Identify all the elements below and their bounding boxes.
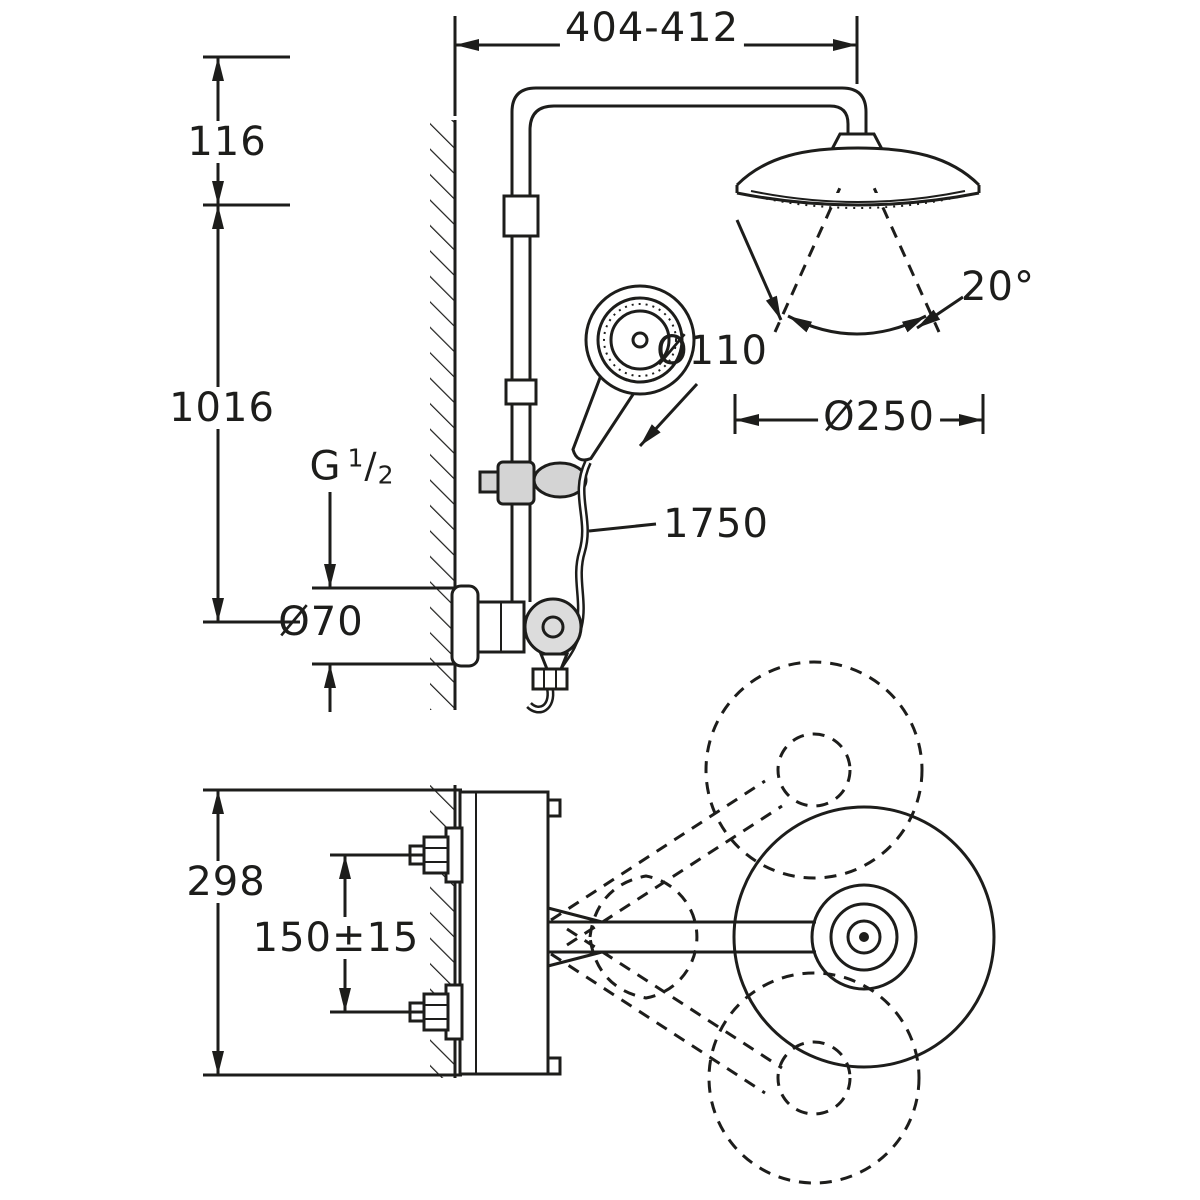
dim-arm-length: 404-412 [559,7,745,49]
dim-projection-depth: 298 [181,861,271,903]
hand-shower-plan-outline [588,874,699,1000]
dim-supply-spacing: 150±15 [247,917,425,959]
shower-arm-plan [547,906,816,968]
rail-mount [502,194,540,238]
head-shower [735,132,981,209]
plan-view [408,660,996,1185]
hand-shower-nozzles [603,303,677,377]
thread-numerator: 1 [347,443,365,473]
dim-swivel-angle: 20° [961,264,1035,310]
hand-shower-holder [478,460,588,506]
hose-nut [531,667,569,691]
dim-hose-length: 1750 [663,501,769,547]
hand-shower-handle [571,371,638,462]
dim-head-top-offset: 116 [182,121,272,163]
thread-prefix: G [309,443,342,490]
shower-rail-and-arm [502,86,868,602]
mixer-handle [523,597,583,657]
thread-slash: / [364,445,378,487]
dim-hand-shower-diameter: Ø110 [656,328,768,374]
thermostat-mixer [450,584,583,691]
mixer-escutcheon [450,584,480,668]
thread-denominator: 2 [377,460,395,490]
spray-face-nozzles [757,196,959,209]
dim-escutcheon-diameter: Ø70 [278,599,364,645]
head-shower-plan [732,805,996,1069]
hand-shower [571,284,696,462]
rail-collar [504,378,538,406]
dim-head-shower-diameter: Ø250 [818,396,940,438]
plan-view-dimensions [203,788,462,1077]
side-view [430,86,981,714]
supply-connection-top [408,826,464,884]
dim-rail-height: 1016 [164,387,280,429]
